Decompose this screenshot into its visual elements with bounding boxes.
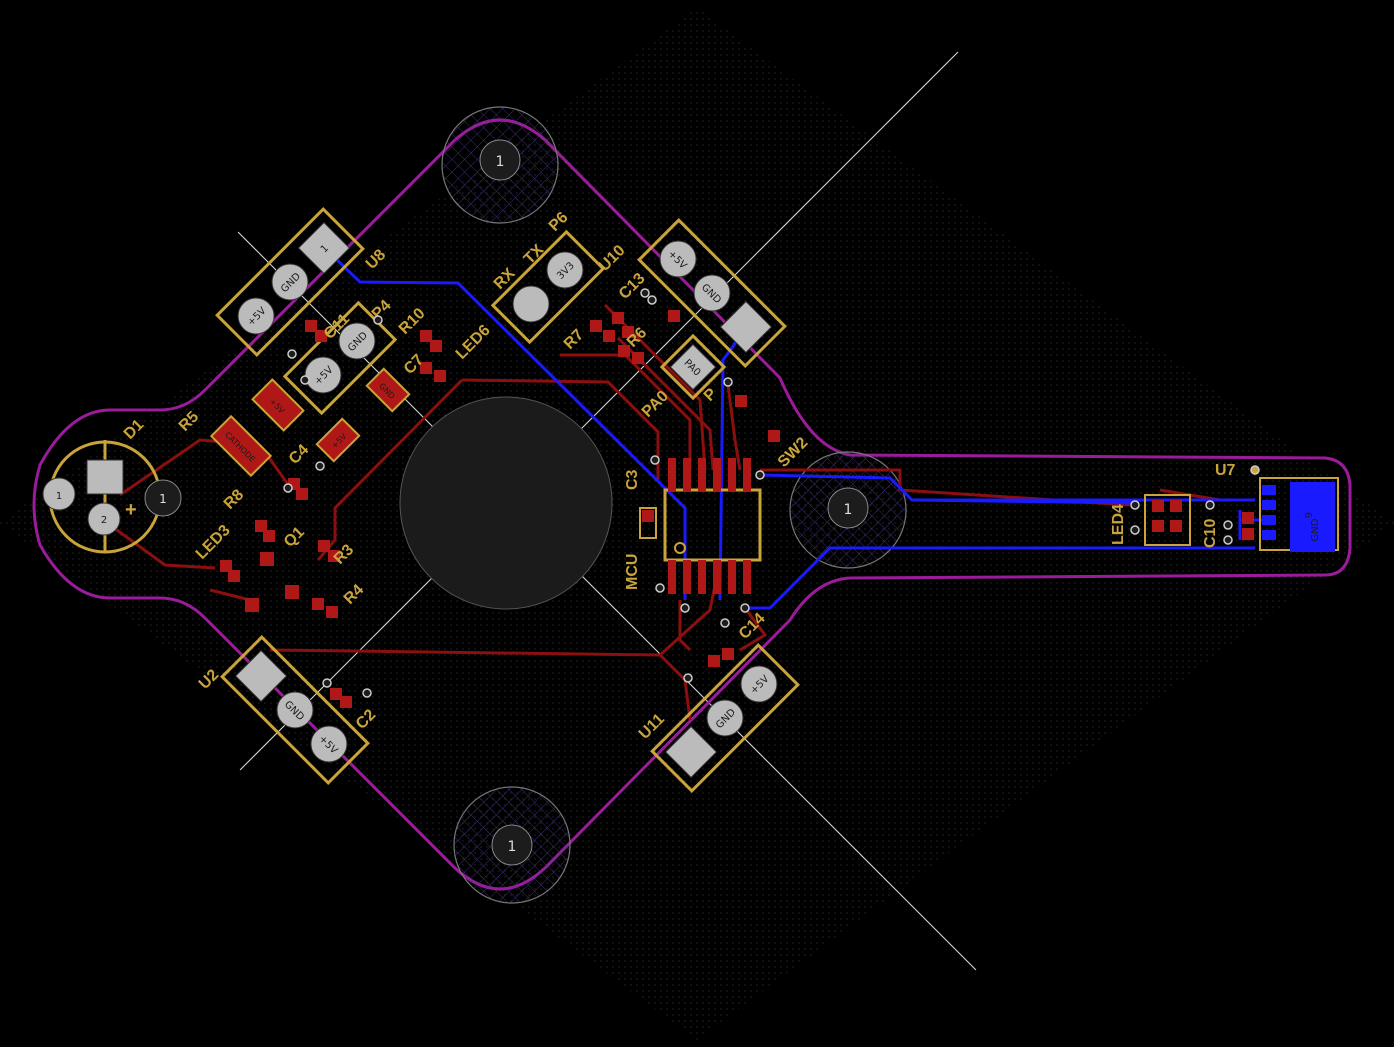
mcu-footprint: [639, 458, 762, 594]
connector-u8: 1 GND +5V: [215, 207, 365, 357]
mount-hole-right: 1: [789, 451, 907, 569]
svg-text:1: 1: [496, 154, 505, 170]
svg-text:1: 1: [159, 492, 167, 506]
svg-text:MCU: MCU: [624, 554, 641, 590]
center-hole: [399, 396, 613, 610]
svg-text:C3: C3: [624, 469, 641, 490]
mount-hole-bottom: 1: [453, 786, 571, 904]
svg-text:LED4: LED4: [1110, 504, 1127, 545]
vias: [283, 288, 1260, 698]
mount-hole-top: 1: [441, 106, 559, 224]
svg-text:C10: C10: [1202, 519, 1219, 548]
led-d1: 1 2 1: [42, 440, 182, 554]
svg-text:U7: U7: [1215, 462, 1236, 479]
ground-plane: [0, 8, 1394, 1040]
svg-text:2: 2: [101, 515, 107, 526]
svg-text:GND: GND: [1310, 518, 1321, 541]
connector-p6: 3V3: [490, 229, 606, 345]
svg-text:9: 9: [1304, 512, 1315, 518]
svg-text:1: 1: [844, 502, 853, 518]
svg-text:+: +: [125, 499, 137, 521]
connector-u2: GND +5V: [220, 635, 370, 785]
svg-text:1: 1: [508, 839, 517, 855]
connector-p4: +5V GND: [282, 300, 398, 416]
connector-u10: +5V GND: [637, 218, 787, 368]
svg-text:1: 1: [56, 491, 62, 502]
connector-u11: GND +5V: [650, 643, 800, 793]
pa0-pad: PA0: [659, 333, 727, 401]
